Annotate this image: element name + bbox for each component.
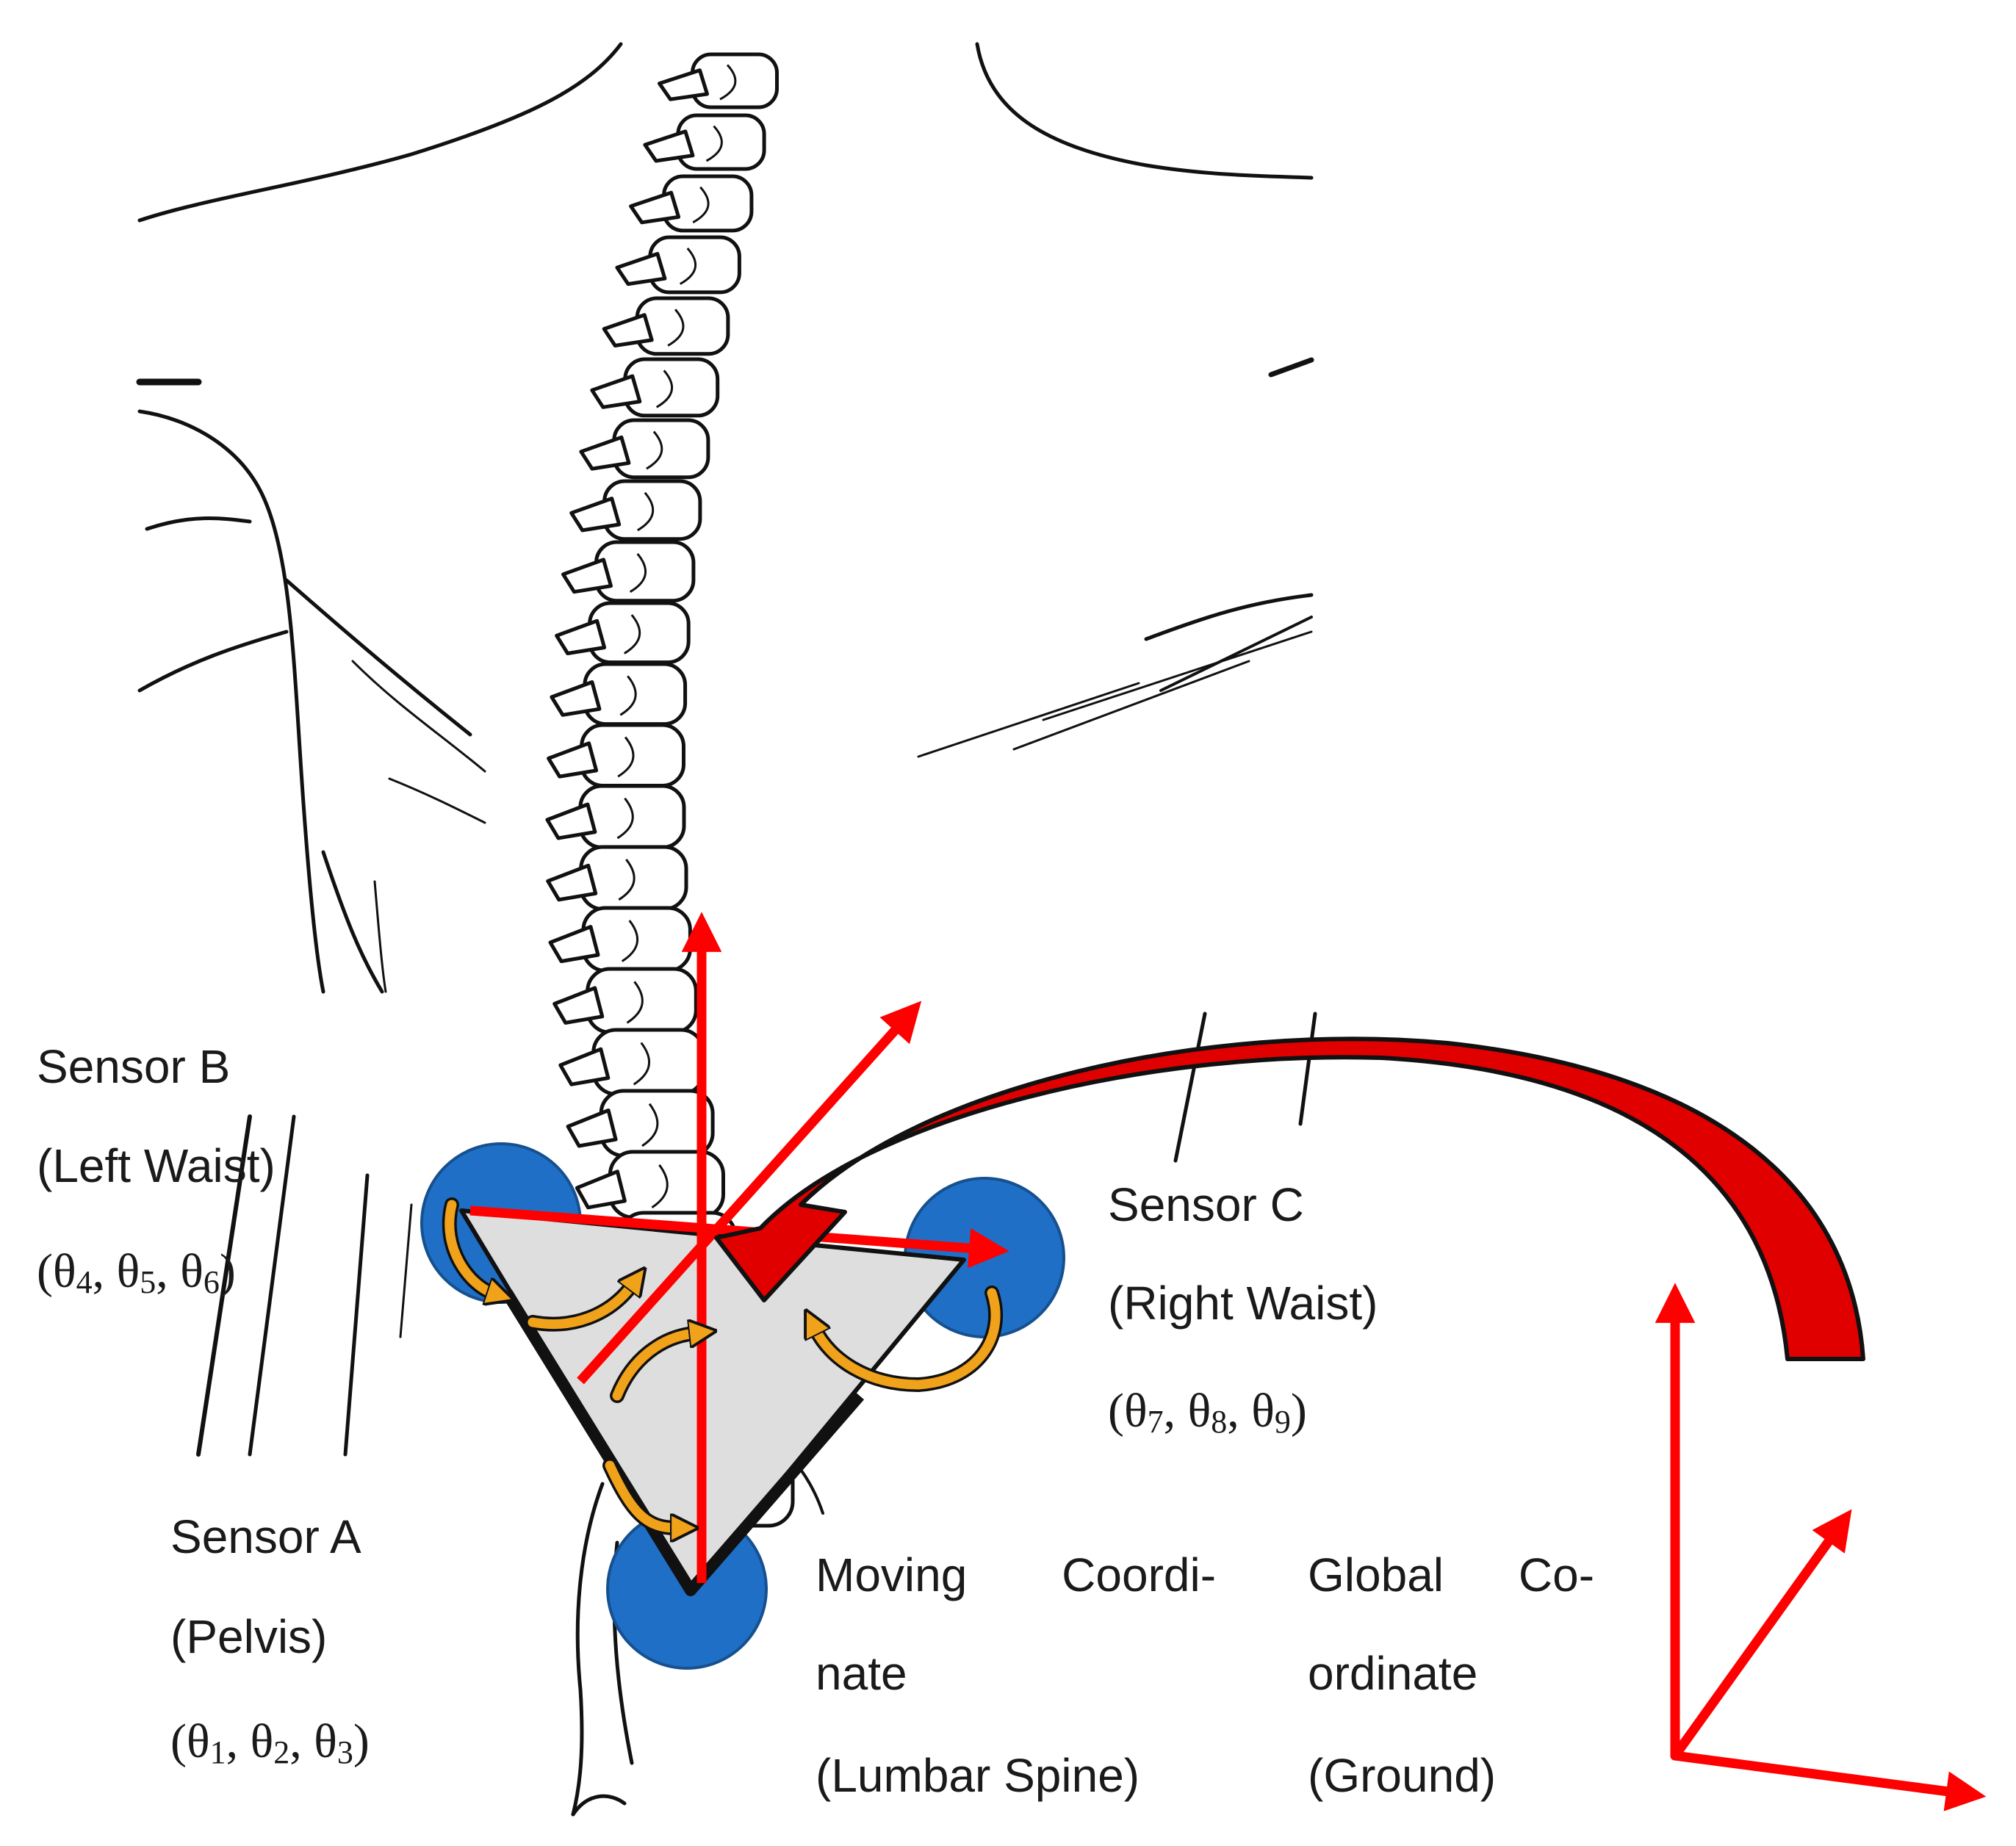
moving-coordinate-line2: nate	[816, 1647, 907, 1700]
vertebra-detail	[617, 736, 635, 778]
sensor-a-angles: (θ1, θ2, θ3)	[170, 1715, 370, 1770]
vertebra-process	[555, 619, 607, 655]
vertebra-process	[579, 435, 631, 471]
sensor-a-name: Sensor A	[170, 1510, 361, 1563]
vertebra-detail	[679, 248, 696, 285]
vertebra-detail	[655, 369, 673, 408]
vertebra-detail	[719, 64, 737, 101]
rotation-arrow-5	[602, 1458, 676, 1528]
sensor-c-angles: (θ7, θ8, θ9)	[1108, 1384, 1307, 1440]
vertebra-detail	[637, 491, 655, 532]
vertebra-detail	[624, 614, 641, 655]
moving-axis-diagonal	[577, 1000, 922, 1385]
vertebra-detail	[626, 981, 644, 1024]
sensor-b-angles: (θ4, θ5, θ6)	[37, 1244, 236, 1300]
vertebra-process	[658, 68, 709, 101]
vertebra-process	[590, 374, 642, 409]
sensor-b-location: (Left Waist)	[37, 1139, 276, 1192]
global-coordinate-line3: (Ground)	[1308, 1749, 1497, 1802]
moving-coordinate-line3: (Lumbar Spine)	[816, 1749, 1140, 1802]
moving-coordinate-axes	[469, 912, 1009, 1583]
vertebra-process	[546, 863, 598, 902]
vertebra-process	[615, 252, 667, 286]
vertebra-detail	[641, 1103, 659, 1147]
vertebra-detail	[621, 920, 638, 962]
rotation-arrow-1	[442, 1197, 492, 1293]
sensor-c-location: (Right Waist)	[1108, 1277, 1378, 1330]
vertebra-detail	[618, 858, 636, 901]
vertebra-process	[602, 313, 654, 347]
body-outline	[136, 42, 1317, 1817]
sensor-b-name: Sensor B	[37, 1040, 231, 1093]
global-coordinate-line2: ordinate	[1308, 1647, 1478, 1700]
sensor-triangle	[459, 1208, 966, 1593]
vertebra-detail	[616, 797, 634, 840]
vertebra-process	[552, 986, 605, 1025]
vertebra-detail	[667, 309, 685, 347]
rotation-arrow-2	[525, 1286, 632, 1332]
vertebra-detail	[629, 552, 647, 593]
transform-curved-arrow	[714, 1036, 1865, 1361]
vertebra-process	[643, 129, 695, 163]
rotation-arrows	[442, 1197, 1003, 1528]
vertebra-detail	[651, 1164, 669, 1209]
vertebra-process	[566, 1108, 618, 1148]
moving-axis-horizontal	[469, 1205, 1009, 1269]
vertebra-detail	[705, 125, 723, 162]
vertebra-process	[575, 1169, 627, 1210]
triangle-edge-shadow	[502, 1289, 865, 1596]
vertebra-detail	[692, 186, 710, 224]
vertebra-process	[629, 190, 681, 225]
vertebra-detail	[619, 675, 637, 716]
sensor-c-name: Sensor C	[1108, 1178, 1304, 1231]
vertebra-detail	[633, 1042, 650, 1086]
global-coordinate-axes	[1655, 1283, 1987, 1811]
vertebra-process	[548, 925, 600, 964]
vertebra-detail	[646, 430, 663, 470]
rotation-arrow-4	[816, 1286, 1003, 1393]
vertebra-process	[558, 1047, 611, 1086]
vertebra-process	[545, 802, 597, 840]
vertebra-process	[547, 741, 599, 779]
sensor-a-location: (Pelvis)	[170, 1610, 328, 1663]
global-axis-horizontal	[1670, 1751, 1987, 1811]
vertebra-process	[569, 497, 622, 533]
vertebra-process	[550, 680, 602, 717]
global-axis-diagonal	[1670, 1509, 1852, 1761]
rotation-arrow-3	[610, 1333, 694, 1403]
vertebra-process	[561, 558, 613, 594]
